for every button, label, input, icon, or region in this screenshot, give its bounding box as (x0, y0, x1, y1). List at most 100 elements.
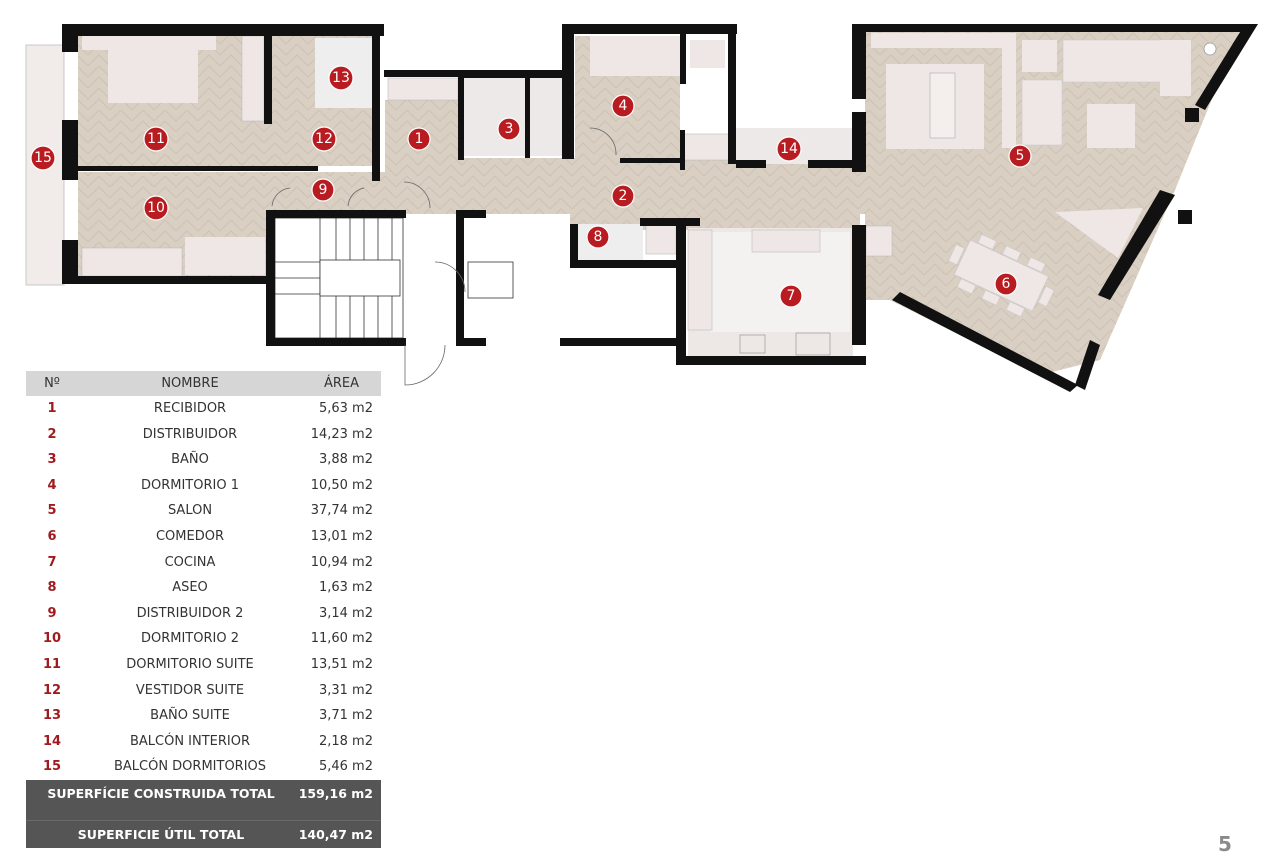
svg-text:14: 14 (780, 141, 798, 157)
total-construida-value: 159,16 m2 (298, 785, 373, 801)
row-number: 4 (47, 477, 57, 493)
total-util-value: 140,47 m2 (298, 826, 373, 842)
row-name: SALON (167, 503, 213, 519)
row-number: 2 (47, 426, 57, 442)
row-number: 9 (47, 605, 57, 621)
header-area: ÁREA (323, 376, 360, 391)
svg-text:5: 5 (1016, 148, 1025, 164)
svg-text:2: 2 (619, 188, 628, 204)
svg-text:8: 8 (594, 229, 603, 245)
room-marker-9: 9 (311, 178, 335, 202)
table-row: 11 DORMITORIO SUITE 13,51 m2 (26, 652, 381, 678)
row-name: RECIBIDOR (153, 401, 227, 416)
row-name: VESTIDOR SUITE (135, 682, 245, 698)
row-number: 7 (47, 554, 57, 570)
row-area: 5,63 m2 (318, 401, 373, 416)
room-marker-15: 15 (30, 145, 56, 171)
row-number: 3 (47, 452, 57, 468)
page-number: 5 (1218, 832, 1232, 856)
header-number: Nº (44, 376, 60, 391)
room-marker-11: 11 (143, 126, 169, 152)
row-area: 14,23 m2 (310, 426, 373, 442)
row-number: 12 (42, 682, 62, 698)
room-marker-1: 1 (407, 127, 431, 151)
svg-text:6: 6 (1002, 276, 1011, 292)
row-area: 1,63 m2 (318, 580, 373, 596)
room-marker-5: 5 (1008, 144, 1032, 168)
total-construida-label: SUPERFÍCIE CONSTRUIDA TOTAL (47, 785, 275, 801)
room-marker-7: 7 (779, 284, 803, 308)
table-row: 5 SALON 37,74 m2 (26, 498, 381, 524)
room-marker-10: 10 (143, 195, 169, 221)
row-area: 5,46 m2 (318, 759, 373, 775)
room-marker-12: 12 (311, 126, 337, 152)
row-name: BALCÓN INTERIOR (129, 733, 251, 749)
row-name: COMEDOR (155, 528, 224, 544)
row-name: DORMITORIO 2 (140, 631, 239, 647)
row-number: 1 (47, 401, 57, 416)
row-number: 5 (47, 503, 57, 519)
room-aseo (578, 224, 643, 264)
svg-text:4: 4 (619, 98, 628, 114)
table-row: 6 COMEDOR 13,01 m2 (26, 524, 381, 550)
row-number: 13 (42, 708, 62, 724)
row-area: 2,18 m2 (318, 733, 373, 749)
floor-plan: 1 2 3 4 5 6 7 8 9 10 11 12 13 14 15 (25, 24, 1258, 392)
table-row: 14 BALCÓN INTERIOR 2,18 m2 (26, 729, 381, 755)
row-number: 10 (42, 631, 62, 647)
table-row: 13 BAÑO SUITE 3,71 m2 (26, 703, 381, 729)
row-area: 10,94 m2 (310, 554, 373, 570)
row-number: 6 (47, 528, 57, 544)
svg-text:13: 13 (332, 70, 350, 86)
row-area: 3,31 m2 (318, 682, 373, 698)
row-name: DORMITORIO 1 (140, 477, 239, 493)
row-name: DISTRIBUIDOR 2 (136, 605, 244, 621)
room-marker-3: 3 (497, 117, 521, 141)
total-util-row: SUPERFICIE ÚTIL TOTAL 140,47 m2 (26, 821, 381, 848)
table-row: 4 DORMITORIO 1 10,50 m2 (26, 473, 381, 499)
table-row: 2 DISTRIBUIDOR 14,23 m2 (26, 422, 381, 448)
row-name: BALCÓN DORMITORIOS (113, 759, 267, 775)
room-marker-13: 13 (328, 65, 354, 91)
row-number: 8 (47, 580, 57, 596)
table-row: 12 VESTIDOR SUITE 3,31 m2 (26, 678, 381, 704)
total-util-label: SUPERFICIE ÚTIL TOTAL (77, 826, 245, 842)
svg-text:11: 11 (147, 131, 165, 147)
row-name: BAÑO (171, 452, 209, 468)
header-name: NOMBRE (161, 376, 219, 391)
row-area: 13,01 m2 (310, 528, 373, 544)
row-area: 10,50 m2 (310, 477, 373, 493)
svg-text:9: 9 (319, 182, 328, 198)
row-name: ASEO (172, 580, 208, 596)
row-area: 11,60 m2 (310, 631, 373, 647)
row-area: 3,71 m2 (318, 708, 373, 724)
table-row: 10 DORMITORIO 2 11,60 m2 (26, 626, 381, 652)
row-number: 14 (42, 733, 62, 749)
row-name: BAÑO SUITE (150, 708, 230, 724)
total-construida-row: SUPERFÍCIE CONSTRUIDA TOTAL 159,16 m2 (26, 780, 381, 807)
staircase (274, 217, 404, 339)
table-row: 1 RECIBIDOR 5,63 m2 (26, 396, 381, 422)
table-row: 3 BAÑO 3,88 m2 (26, 447, 381, 473)
svg-text:7: 7 (787, 288, 796, 304)
room-marker-4: 4 (611, 94, 635, 118)
room-bano (462, 78, 562, 156)
row-number: 11 (42, 656, 62, 672)
row-name: DORMITORIO SUITE (126, 656, 254, 672)
svg-text:3: 3 (505, 121, 514, 137)
row-name: DISTRIBUIDOR (142, 426, 238, 442)
room-marker-14: 14 (776, 136, 802, 162)
row-area: 3,88 m2 (318, 452, 373, 468)
row-area: 13,51 m2 (310, 656, 373, 672)
row-area: 37,74 m2 (310, 503, 373, 519)
room-marker-2: 2 (611, 184, 635, 208)
row-name: COCINA (164, 554, 216, 570)
room-marker-6: 6 (994, 272, 1018, 296)
walls (62, 24, 1258, 392)
svg-text:15: 15 (34, 150, 52, 166)
table-header: Nº NOMBRE ÁREA (26, 371, 381, 396)
table-row: 8 ASEO 1,63 m2 (26, 575, 381, 601)
